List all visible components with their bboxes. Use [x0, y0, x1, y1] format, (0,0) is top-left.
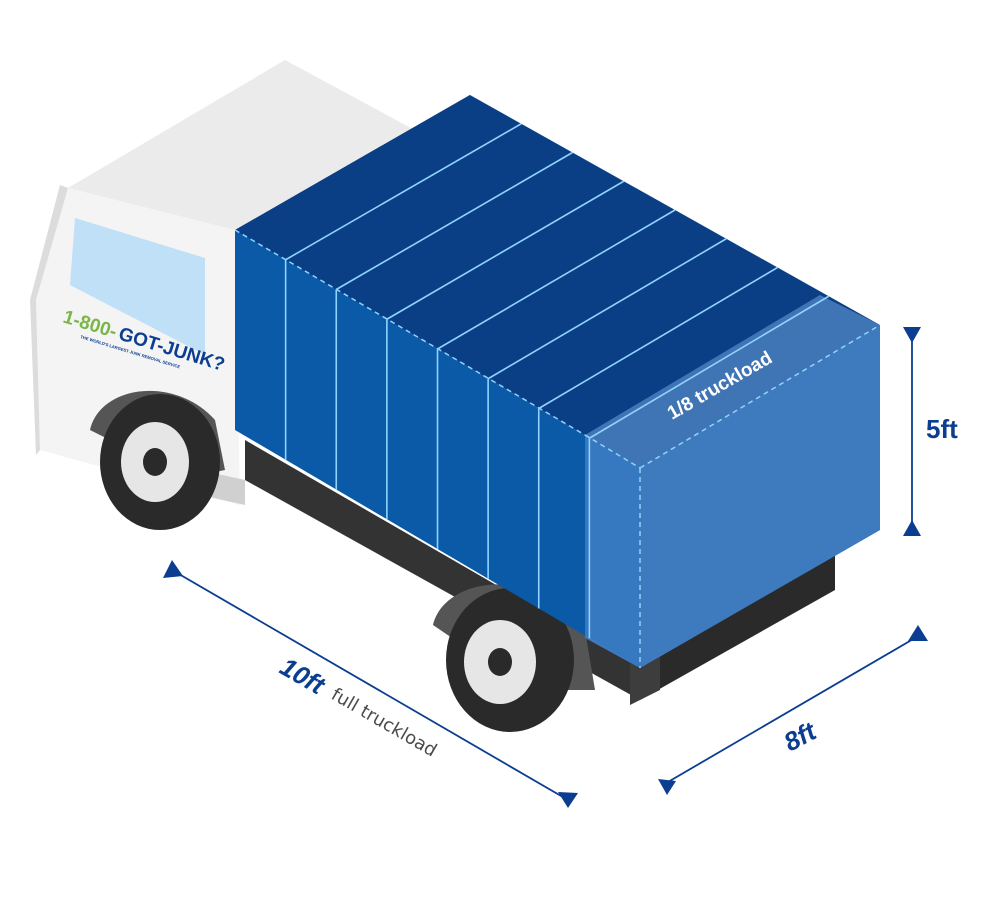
slice-divider-top-3: [386, 180, 625, 320]
cargo-dashed-edge-mid: [584, 434, 641, 469]
width-arrow-end: [908, 625, 928, 641]
rear-hub: [488, 648, 512, 676]
slice-top: [585, 295, 880, 468]
slice-side: [585, 435, 640, 668]
height-dimension: 5ft: [903, 327, 958, 536]
slice-divider-top-6: [538, 266, 778, 410]
slice-divider-top-2: [335, 151, 573, 291]
front-wheel: [90, 390, 225, 530]
length-line: [171, 569, 569, 801]
front-hub: [143, 448, 167, 476]
height-arrow-top: [903, 327, 921, 343]
cargo-dashed-edge-end: [639, 324, 881, 469]
width-arrow-start: [658, 779, 676, 795]
length-caption: full truckload: [328, 684, 441, 761]
height-value: 5ft: [926, 414, 958, 444]
length-arrow-end: [558, 792, 578, 808]
length-value: 10ft: [275, 651, 331, 701]
cab-window: [70, 218, 205, 355]
slice-end: [640, 325, 880, 668]
chassis-end: [640, 555, 835, 700]
width-line: [667, 637, 916, 783]
length-arrow-start: [163, 560, 183, 578]
cargo-box: 1/8 truckload: [234, 95, 881, 668]
slice-divider-top-4: [437, 209, 676, 350]
slice-divider-top-5: [487, 238, 727, 380]
cargo-dashed-edge-top: [234, 229, 586, 436]
slice-divider-top-1: [285, 123, 522, 261]
cab-front-edge: [30, 185, 68, 455]
slice-dividers: [284, 123, 830, 639]
width-value: 8ft: [779, 715, 822, 757]
slice-divider-top-7: [588, 295, 830, 439]
height-arrow-bottom: [903, 520, 921, 536]
